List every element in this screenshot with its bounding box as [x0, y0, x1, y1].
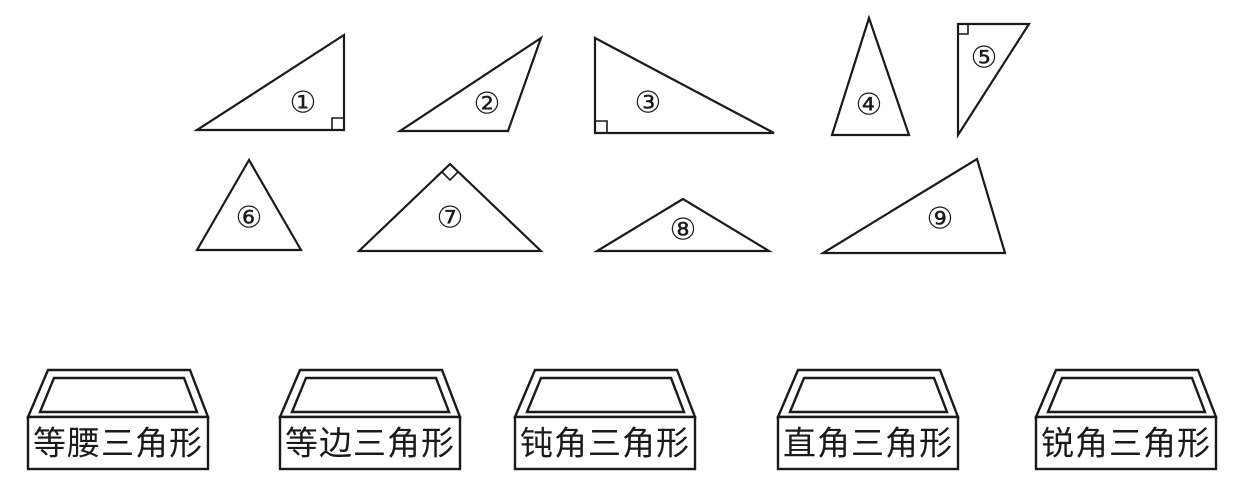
box-front-panel: [776, 415, 960, 471]
box-front-panel: [513, 415, 697, 471]
triangle-3-label: ③: [635, 86, 662, 121]
right-angle-mark: [595, 120, 608, 133]
triangle-7-shape: [356, 162, 544, 253]
triangle-8[interactable]: ⑧: [593, 197, 773, 253]
triangle-9[interactable]: ⑨: [819, 157, 1007, 255]
box-front-panel: [26, 415, 210, 471]
right-angle-mark: [331, 117, 344, 130]
triangle-6[interactable]: ⑥: [195, 157, 303, 252]
box-inner-rim: [1046, 376, 1207, 414]
category-box-acute[interactable]: 锐角三角形: [1034, 368, 1218, 471]
box-inner-rim: [290, 376, 451, 414]
triangle-6-label: ⑥: [236, 201, 263, 236]
box-inner-rim: [525, 376, 686, 414]
box-front-panel: [278, 415, 462, 471]
category-box-isosceles[interactable]: 等腰三角形: [26, 368, 210, 471]
triangle-3-shape: [593, 36, 775, 135]
triangle-9-shape: [819, 157, 1007, 255]
triangle-2[interactable]: ②: [396, 35, 544, 133]
triangle-2-label: ②: [474, 87, 501, 122]
triangle-5-label: ⑤: [971, 41, 998, 76]
box-label: 锐角三角形: [1041, 424, 1211, 463]
triangle-5-shape: [956, 22, 1032, 139]
triangle-7[interactable]: ⑦: [356, 162, 544, 253]
right-angle-mark: [958, 24, 969, 35]
triangle-3[interactable]: ③: [593, 36, 775, 135]
box-label: 等边三角形: [285, 424, 455, 463]
triangle-5[interactable]: ⑤: [956, 22, 1032, 139]
triangle-9-label: ⑨: [927, 202, 954, 237]
triangle-8-shape: [593, 197, 773, 253]
box-inner-rim: [38, 376, 199, 414]
triangle-7-label: ⑦: [437, 201, 464, 236]
triangle-1-shape: [193, 32, 346, 132]
right-angle-mark: [441, 171, 459, 182]
triangle-1[interactable]: ①: [193, 32, 346, 132]
box-label: 直角三角形: [783, 424, 953, 463]
box-inner-rim: [788, 376, 949, 414]
category-box-right[interactable]: 直角三角形: [776, 368, 960, 471]
triangle-6-shape: [195, 157, 303, 252]
box-label: 钝角三角形: [520, 424, 690, 463]
triangle-8-label: ⑧: [670, 213, 697, 248]
triangle-2-shape: [396, 35, 544, 133]
box-front-panel: [1034, 415, 1218, 471]
category-box-obtuse[interactable]: 钝角三角形: [513, 368, 697, 471]
category-box-equilateral[interactable]: 等边三角形: [278, 368, 462, 471]
box-label: 等腰三角形: [33, 424, 203, 463]
triangle-4-label: ④: [856, 88, 883, 123]
triangle-4-shape: [830, 14, 911, 137]
triangle-1-label: ①: [290, 86, 317, 121]
triangle-4[interactable]: ④: [830, 14, 911, 137]
